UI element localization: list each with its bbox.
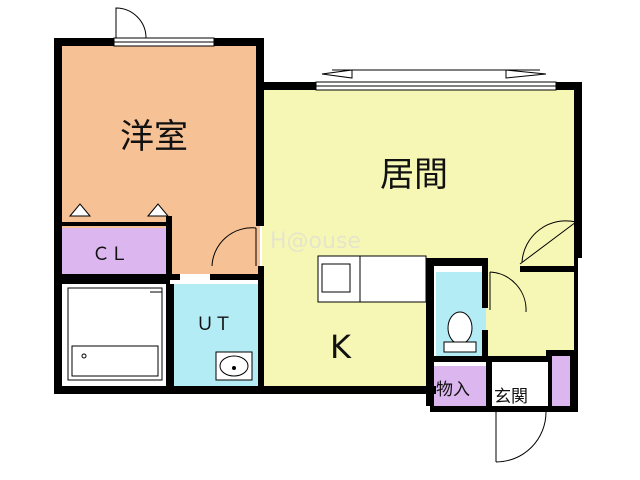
closet-floor xyxy=(62,228,168,274)
label-storage: 物入 xyxy=(436,380,470,400)
living-room-floor xyxy=(262,88,576,266)
toilet xyxy=(443,311,477,353)
label-entrance: 玄関 xyxy=(494,387,528,407)
watermark: H@ouse xyxy=(270,229,361,254)
storage-floor xyxy=(432,366,490,410)
door-arc-balcony xyxy=(115,7,147,39)
label-utility: ＵＴ xyxy=(196,314,232,335)
label-closet: ＣＬ xyxy=(92,244,128,265)
hall-floor xyxy=(486,266,576,356)
closet-hangers xyxy=(68,203,170,217)
window-western xyxy=(113,37,215,47)
doors xyxy=(211,220,577,463)
window-living xyxy=(315,69,557,91)
entrance-floor xyxy=(490,356,550,410)
inner-walls xyxy=(54,216,578,410)
outer-walls xyxy=(54,38,582,412)
door-entrance xyxy=(495,411,547,463)
shoe-closet xyxy=(550,356,570,410)
label-kitchen: K xyxy=(330,328,352,366)
bathtub xyxy=(67,287,163,381)
kitchen-counter xyxy=(317,255,427,303)
washbasin xyxy=(215,351,253,381)
door-hall xyxy=(489,271,527,313)
door-living xyxy=(519,220,577,265)
door-western xyxy=(211,227,257,267)
label-living-room: 居間 xyxy=(380,155,448,195)
label-western-room: 洋室 xyxy=(120,117,188,157)
